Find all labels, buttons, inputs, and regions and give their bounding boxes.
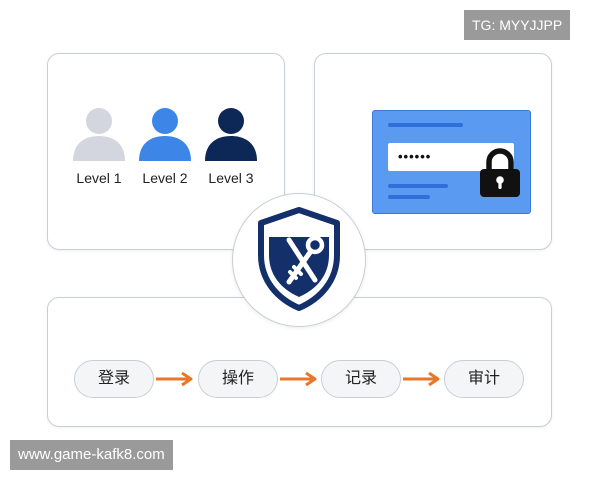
person-level1-icon xyxy=(73,108,125,161)
level-1-label: Level 1 xyxy=(76,170,122,186)
card-header-line xyxy=(388,123,463,127)
person-level2-icon xyxy=(139,108,191,161)
person-head xyxy=(218,108,244,134)
step-login: 登录 xyxy=(74,360,154,398)
password-masked-value: •••••• xyxy=(398,149,432,164)
level-3-label: Level 3 xyxy=(208,170,254,186)
card-text-line xyxy=(388,184,448,188)
person-body xyxy=(205,136,257,161)
tg-badge: TG: MYYJJPP xyxy=(464,10,571,40)
arrow-right-icon xyxy=(156,371,193,387)
arrow-right-icon xyxy=(280,371,317,387)
step-operate: 操作 xyxy=(198,360,278,398)
step-record: 记录 xyxy=(321,360,401,398)
card-text-line-short xyxy=(388,195,430,199)
shield-key-icon xyxy=(258,207,340,311)
site-url-badge: www.game-kafk8.com xyxy=(10,440,173,470)
person-head xyxy=(86,108,112,134)
person-body xyxy=(73,136,125,161)
person-head xyxy=(152,108,178,134)
person-body xyxy=(139,136,191,161)
arrow-right-icon xyxy=(403,371,440,387)
level-2-label: Level 2 xyxy=(142,170,188,186)
padlock-icon xyxy=(480,148,520,197)
step-audit: 审计 xyxy=(444,360,524,398)
person-level3-icon xyxy=(205,108,257,161)
